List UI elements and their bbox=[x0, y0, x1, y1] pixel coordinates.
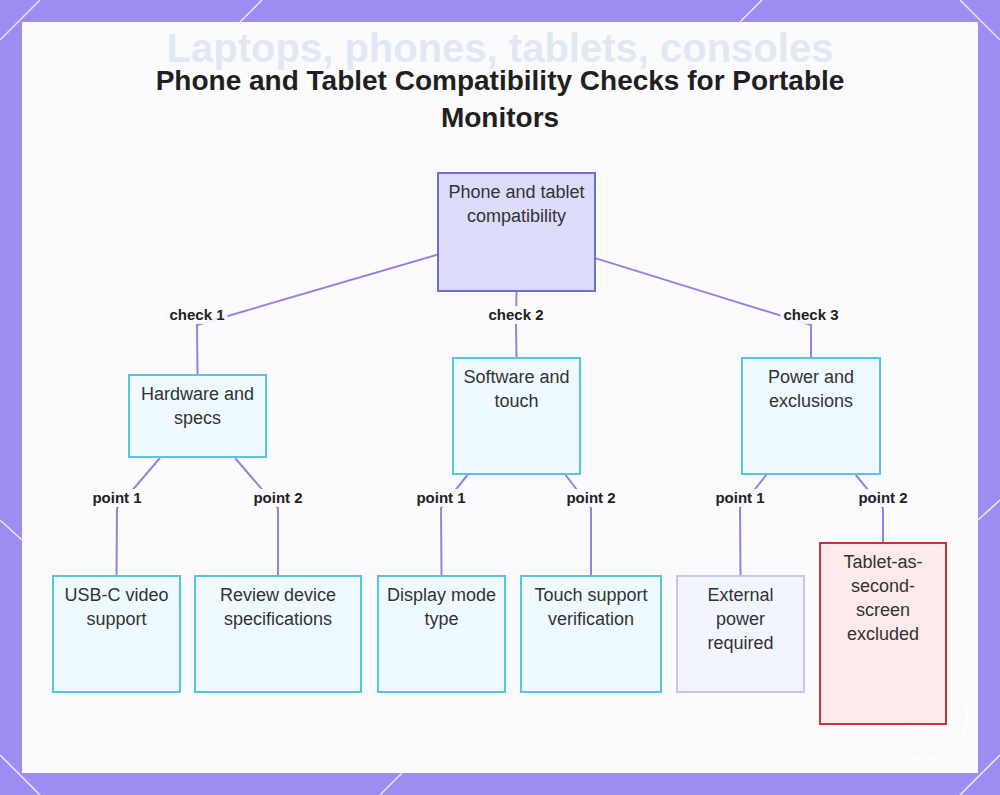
check-box: Power and exclusions bbox=[741, 357, 881, 475]
corner-line bbox=[978, 500, 1000, 520]
watermark: Laptops, phones, tablets, consoles bbox=[60, 26, 940, 71]
point-box: External power required bbox=[676, 575, 805, 693]
check-box: Hardware and specs bbox=[128, 374, 267, 458]
edge-label: check 3 bbox=[780, 306, 841, 324]
node-text: Touch support verification bbox=[528, 583, 654, 631]
node-text: External power required bbox=[684, 583, 797, 655]
diagram-title: Phone and Tablet Compatibility Checks fo… bbox=[150, 62, 850, 136]
corner-line bbox=[240, 0, 262, 22]
connector-line bbox=[235, 458, 278, 575]
connector-line bbox=[197, 255, 437, 374]
edge-label: point 2 bbox=[855, 489, 910, 507]
edge-label: point 1 bbox=[712, 489, 767, 507]
edge-label: point 2 bbox=[563, 489, 618, 507]
corner-line bbox=[0, 0, 40, 40]
node-text: Display mode type bbox=[385, 583, 498, 631]
corner-line bbox=[0, 755, 40, 795]
corner-line bbox=[0, 520, 22, 540]
edge-label: check 1 bbox=[166, 306, 227, 324]
node-text: Review device specifications bbox=[202, 583, 354, 631]
edge-label: check 2 bbox=[485, 306, 546, 324]
node-text: Hardware and specs bbox=[136, 382, 259, 430]
connector-line bbox=[515, 292, 518, 357]
connector-line bbox=[856, 475, 883, 542]
node-text: Tablet-as-second-screen excluded bbox=[827, 550, 939, 646]
root-node: Phone and tablet compatibility bbox=[437, 172, 596, 292]
edge-label: point 2 bbox=[250, 489, 305, 507]
corner-line bbox=[740, 0, 762, 22]
corner-line bbox=[960, 755, 1000, 795]
point-box: Review device specifications bbox=[194, 575, 362, 693]
exclusion-box: Tablet-as-second-screen excluded bbox=[819, 542, 947, 725]
node-text: Power and exclusions bbox=[749, 365, 873, 413]
point-box: Touch support verification bbox=[520, 575, 662, 693]
corner-line bbox=[960, 0, 1000, 40]
node-text: Software and touch bbox=[460, 365, 573, 413]
point-box: Display mode type bbox=[377, 575, 506, 693]
edge-label: point 1 bbox=[89, 489, 144, 507]
check-box: Software and touch bbox=[452, 357, 581, 475]
connector-line bbox=[596, 258, 811, 357]
edge-label: point 1 bbox=[413, 489, 468, 507]
connector-line bbox=[117, 458, 160, 575]
point-box: USB-C video support bbox=[52, 575, 181, 693]
node-text: USB-C video support bbox=[60, 583, 173, 631]
corner-line bbox=[380, 773, 402, 795]
node-text: Phone and tablet compatibility bbox=[445, 180, 588, 228]
